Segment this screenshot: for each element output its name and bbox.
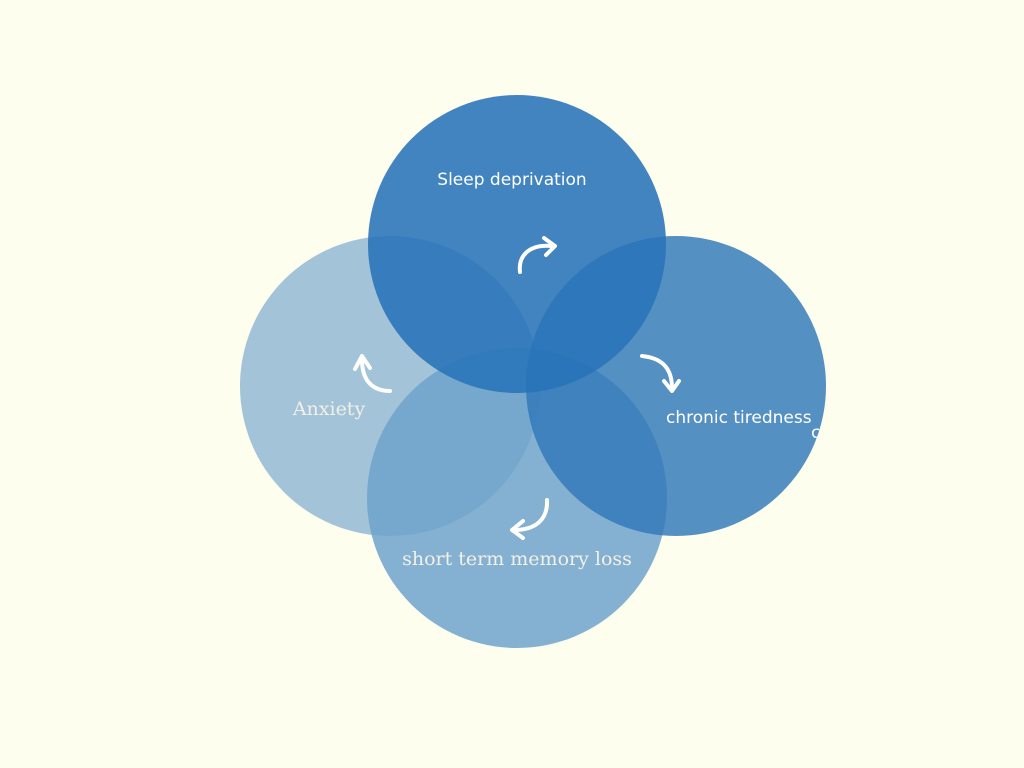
label-chronic-tiredness: chronic tiredness bbox=[666, 408, 812, 428]
curved-arrow-left-icon bbox=[510, 498, 550, 540]
curved-arrow-down-icon bbox=[640, 354, 681, 393]
curved-arrow-right-icon bbox=[517, 236, 557, 274]
curved-arrow-up-icon bbox=[353, 354, 392, 393]
label-overflow-glyph: c bbox=[811, 423, 820, 443]
circle-sleep-deprivation bbox=[368, 95, 666, 393]
label-memory-loss: short term memory loss bbox=[402, 548, 632, 570]
label-anxiety: Anxiety bbox=[292, 398, 366, 420]
label-sleep-deprivation: Sleep deprivation bbox=[437, 170, 586, 190]
